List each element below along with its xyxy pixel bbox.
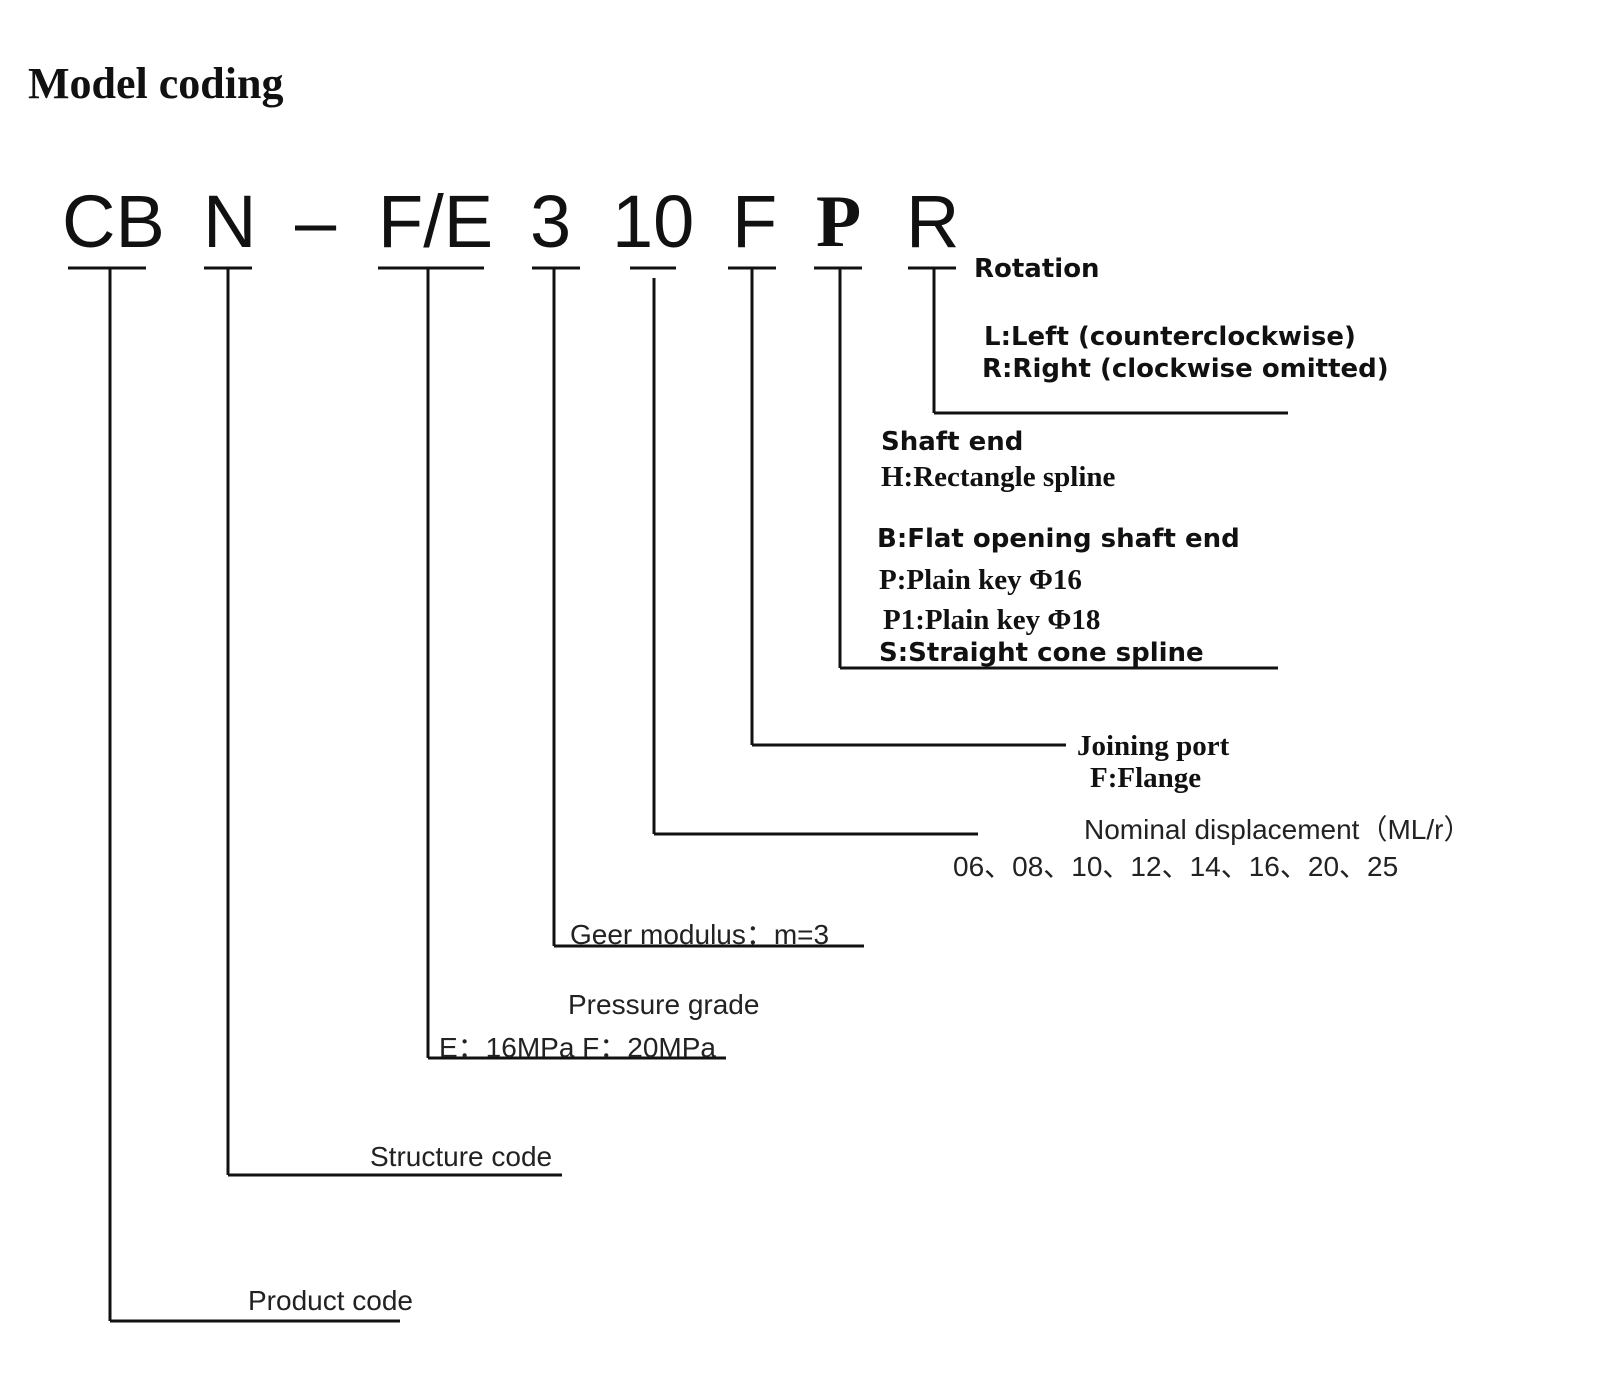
shaft-end-heading: Shaft end (881, 427, 1024, 457)
page-title: Model coding (28, 59, 284, 108)
product-code-label: Product code (248, 1285, 413, 1316)
code-part-f: F (732, 180, 778, 263)
shaft-end-option-p1: P1:Plain key Φ18 (883, 604, 1101, 636)
joining-port-option-f: F:Flange (1090, 762, 1202, 794)
rotation-heading: Rotation (974, 254, 1100, 284)
code-part-r: R (906, 180, 960, 263)
structure-code-label: Structure code (370, 1141, 553, 1172)
shaft-end-option-s: S:Straight cone spline (879, 638, 1204, 668)
gear-modulus-label: Geer modulus：m=3 (570, 919, 830, 950)
pressure-grade-values: E：16MPa F：20MPa (439, 1032, 716, 1063)
code-part-n: N (203, 180, 257, 263)
shaft-end-option-h: H:Rectangle spline (881, 461, 1116, 493)
rotation-left-option: L:Left (counterclockwise) (984, 322, 1356, 352)
displacement-values: 06、08、10、12、14、16、20、25 (953, 851, 1399, 882)
code-part-3: 3 (530, 180, 572, 263)
joining-port-heading: Joining port (1077, 730, 1230, 762)
code-part-p: P (816, 181, 862, 263)
code-part-10: 10 (612, 180, 695, 263)
shaft-end-option-b: B:Flat opening shaft end (877, 524, 1240, 554)
displacement-heading: Nominal displacement（ML/r） (1084, 814, 1472, 845)
code-part-dash: – (295, 180, 337, 263)
rotation-right-option: R:Right (clockwise omitted) (982, 354, 1389, 384)
code-part-fe: F/E (378, 180, 494, 263)
shaft-end-option-p: P:Plain key Φ16 (879, 564, 1082, 596)
code-part-cb: CB (62, 180, 165, 263)
pressure-grade-heading: Pressure grade (568, 989, 760, 1020)
